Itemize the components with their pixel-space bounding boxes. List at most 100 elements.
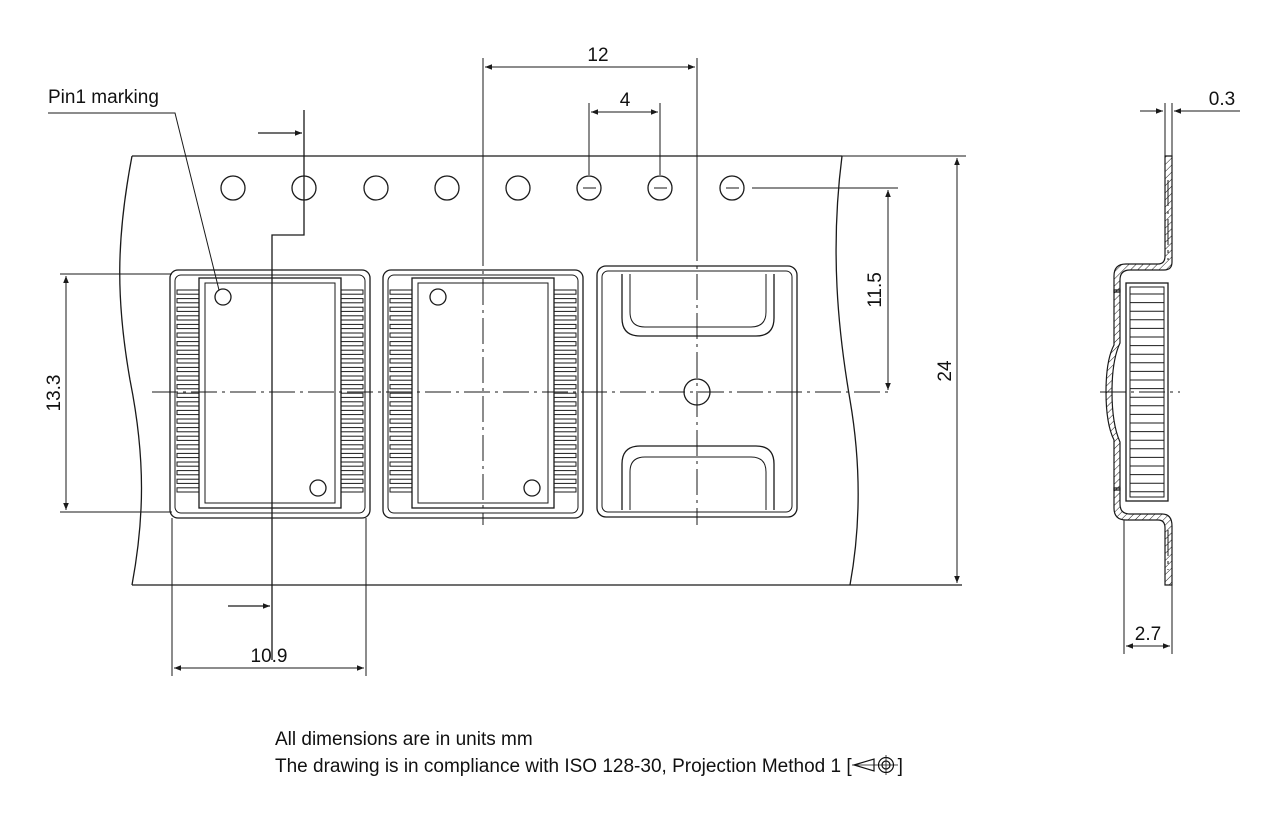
- lead: [553, 323, 577, 330]
- lead: [389, 358, 413, 364]
- lead: [176, 478, 200, 484]
- lead: [176, 401, 200, 407]
- lead: [340, 444, 364, 450]
- lead: [176, 409, 200, 416]
- lead: [340, 349, 364, 355]
- lead: [389, 384, 413, 390]
- dimension-13-3: 13.3: [44, 273, 172, 513]
- lead: [553, 427, 577, 433]
- lead: [176, 427, 200, 433]
- lead: [340, 470, 364, 476]
- lead: [176, 358, 200, 364]
- lead: [176, 332, 200, 338]
- lead: [389, 332, 413, 338]
- feed-direction: [228, 110, 305, 660]
- lead: [176, 298, 200, 304]
- dimension-2-7: 2.7: [1123, 520, 1173, 654]
- lead: [340, 306, 364, 312]
- lead: [553, 418, 577, 424]
- lead: [389, 298, 413, 304]
- lead: [176, 487, 200, 493]
- lead: [553, 392, 577, 398]
- lead: [176, 470, 200, 476]
- dim-10-9-text: 10.9: [251, 646, 288, 667]
- lead: [389, 418, 413, 424]
- notes-line-1: All dimensions are in units mm: [275, 729, 533, 750]
- pin1-label: Pin1 marking: [48, 87, 159, 108]
- lead: [389, 289, 413, 295]
- dim-11-5-text: 11.5: [865, 272, 886, 308]
- lead: [553, 444, 577, 450]
- side-view: [1100, 155, 1180, 586]
- lead: [176, 375, 200, 381]
- lead: [553, 401, 577, 407]
- lead: [389, 306, 413, 312]
- lead: [389, 323, 413, 330]
- pin1-dot-icon: [214, 288, 232, 306]
- lead: [340, 435, 364, 441]
- lead: [176, 289, 200, 295]
- pin1-callout: Pin1 marking: [48, 87, 220, 291]
- lead: [553, 315, 577, 321]
- notes-line-2-text: The drawing is in compliance with ISO 12…: [275, 756, 852, 777]
- lead: [340, 427, 364, 433]
- lead: [340, 366, 364, 373]
- dimension-12: 12: [482, 45, 698, 240]
- lead: [176, 323, 200, 330]
- lead: [553, 478, 577, 484]
- lead: [340, 315, 364, 321]
- lead: [553, 375, 577, 381]
- dimension-0-3: 0.3: [1140, 89, 1240, 156]
- lead: [176, 418, 200, 424]
- lead: [389, 444, 413, 450]
- lead: [553, 358, 577, 364]
- lead: [389, 349, 413, 355]
- lead: [340, 298, 364, 304]
- lead: [389, 452, 413, 459]
- lead: [340, 461, 364, 467]
- lead: [340, 401, 364, 407]
- lead: [389, 315, 413, 321]
- lead: [176, 341, 200, 347]
- lead: [553, 298, 577, 304]
- dim-4-text: 4: [620, 90, 631, 111]
- lead: [340, 289, 364, 295]
- lead: [553, 341, 577, 347]
- lead: [176, 366, 200, 373]
- dimension-24: 24: [842, 155, 966, 583]
- lead: [553, 470, 577, 476]
- notes-line-2: The drawing is in compliance with ISO 12…: [275, 753, 903, 780]
- notes-line-2-close: ]: [897, 756, 903, 777]
- lead: [176, 384, 200, 390]
- lead: [553, 349, 577, 355]
- lead: [553, 452, 577, 459]
- lead: [340, 418, 364, 424]
- lead: [553, 435, 577, 441]
- lead: [389, 487, 413, 493]
- dimension-4: 4: [588, 90, 661, 175]
- lead: [389, 461, 413, 467]
- lead: [553, 461, 577, 467]
- projection-method-icon: [851, 755, 898, 775]
- lead: [553, 306, 577, 312]
- lead: [553, 366, 577, 373]
- lead: [389, 392, 413, 398]
- lead: [340, 409, 364, 416]
- dimension-11-5: 11.5: [752, 187, 898, 390]
- lead: [553, 332, 577, 338]
- dim-2-7-text: 2.7: [1135, 624, 1161, 645]
- lead: [176, 435, 200, 441]
- dim-12-text: 12: [587, 45, 608, 66]
- lead: [176, 306, 200, 312]
- lead: [340, 358, 364, 364]
- lead: [389, 409, 413, 416]
- lead: [389, 478, 413, 484]
- dimension-10-9: 10.9: [171, 518, 367, 676]
- lead: [176, 349, 200, 355]
- lead: [176, 452, 200, 459]
- lead: [553, 384, 577, 390]
- lead: [340, 332, 364, 338]
- lead: [176, 444, 200, 450]
- lead: [389, 366, 413, 373]
